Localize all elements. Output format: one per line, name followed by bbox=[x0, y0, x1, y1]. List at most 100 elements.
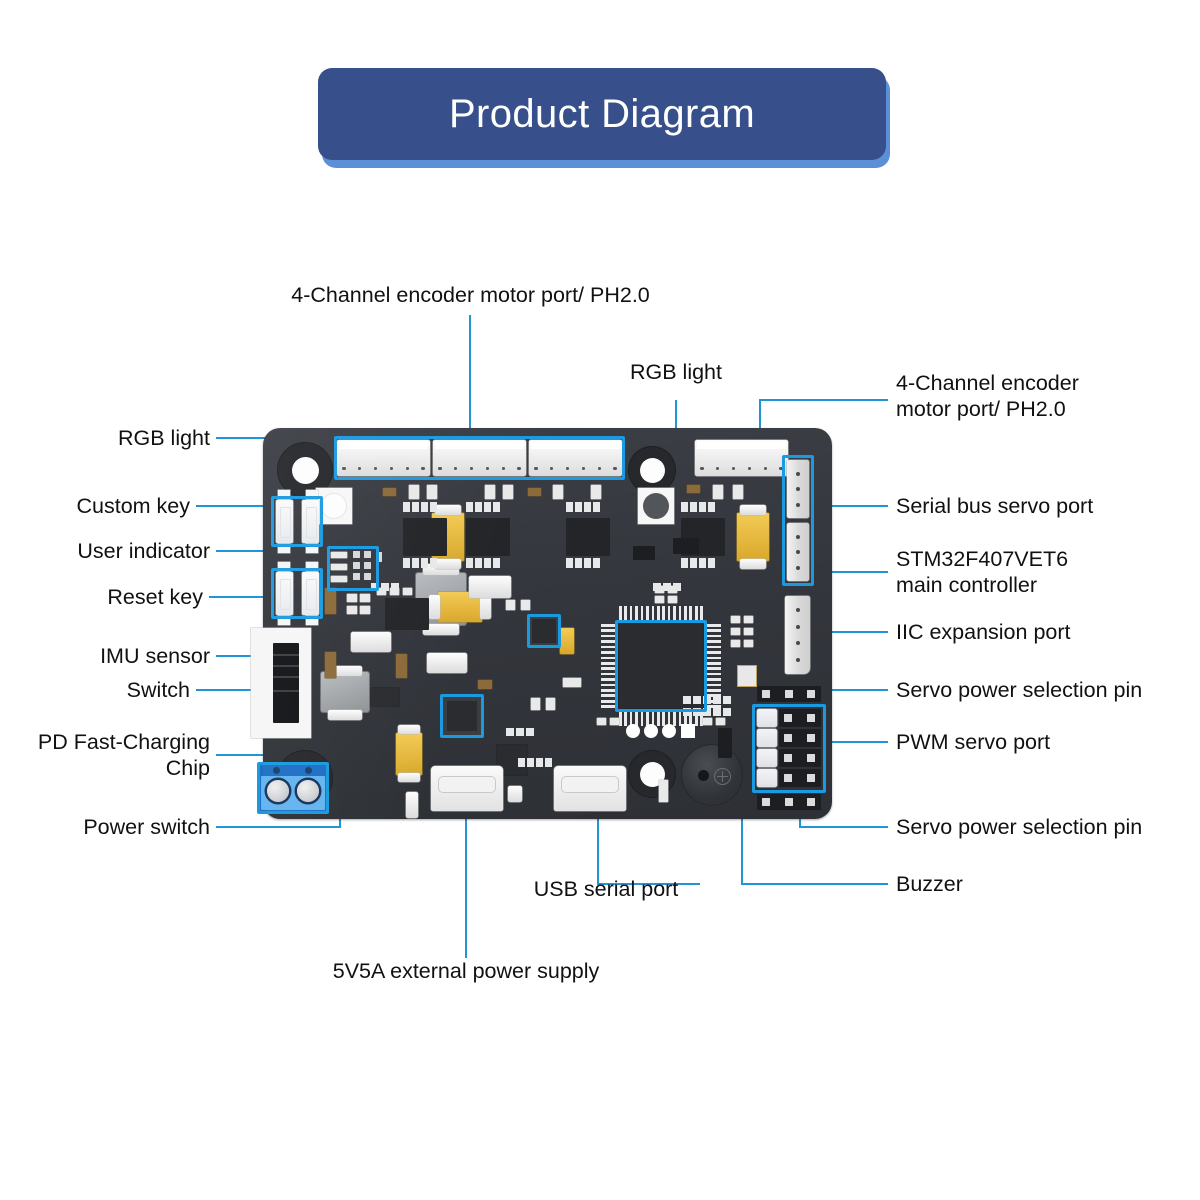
smd-box-3 bbox=[469, 576, 511, 598]
cap1-pad-bottom bbox=[435, 559, 461, 569]
custom-key-button-a[interactable] bbox=[276, 500, 293, 543]
label-buzzer: Buzzer bbox=[896, 872, 963, 896]
passive-r13 bbox=[390, 588, 399, 595]
servo-power-selection-pin-bottom[interactable] bbox=[757, 794, 821, 810]
custom-key-button-b[interactable] bbox=[302, 500, 319, 543]
page-title: Product Diagram bbox=[448, 91, 756, 136]
driver-ic-2 bbox=[466, 518, 510, 556]
passive-r7 bbox=[553, 485, 563, 499]
highlight-serial-bus-servo bbox=[782, 455, 814, 586]
passive-r9 bbox=[687, 485, 700, 493]
highlight-imu-sensor bbox=[527, 614, 561, 648]
label-pwm-servo-port: PWM servo port bbox=[896, 730, 1051, 754]
shield-pad-bottom bbox=[423, 624, 459, 635]
banner-body: Product Diagram bbox=[318, 68, 886, 160]
stm32-main-controller bbox=[601, 606, 721, 726]
passive-r31 bbox=[360, 606, 370, 614]
external-power-terminal[interactable] bbox=[259, 764, 327, 812]
imu-sensor-chip bbox=[532, 619, 556, 643]
label-pd-fast-charging-chip: PD Fast-Charging Chip bbox=[37, 730, 210, 780]
test-point-3 bbox=[662, 724, 676, 738]
passive-r14 bbox=[403, 588, 412, 595]
passive-r2 bbox=[409, 485, 419, 499]
custom-key-pad-bottom-left bbox=[278, 544, 290, 553]
smd-box-1 bbox=[351, 632, 391, 652]
label-serial-bus-servo-port: Serial bus servo port bbox=[896, 494, 1094, 518]
passive-r19 bbox=[731, 616, 740, 623]
label-imu-sensor: IMU sensor bbox=[100, 644, 210, 668]
pad-group-4 bbox=[466, 558, 500, 568]
passive-r41 bbox=[716, 718, 725, 725]
cap4-pad-bottom bbox=[398, 773, 420, 782]
pad-group-2 bbox=[403, 558, 437, 568]
label-user-indicator: User indicator bbox=[77, 539, 210, 563]
reset-key-button-b[interactable] bbox=[302, 572, 319, 615]
passive-r18 bbox=[668, 596, 677, 603]
smd-transistor-2 bbox=[633, 546, 655, 560]
passive-r22 bbox=[744, 628, 753, 635]
label-switch: Switch bbox=[126, 678, 190, 702]
highlight-stm32 bbox=[615, 620, 707, 712]
serial-bus-servo-port-2[interactable] bbox=[787, 523, 809, 581]
passive-r17 bbox=[655, 596, 664, 603]
encoder-motor-port-3[interactable] bbox=[529, 440, 622, 476]
highlight-encoder-motor-ports bbox=[334, 436, 625, 480]
reset-key-pad-top-right bbox=[306, 562, 318, 571]
serial-bus-servo-port-1[interactable] bbox=[787, 460, 809, 518]
shield-pad-top bbox=[423, 564, 459, 575]
capacitor-yellow-2 bbox=[737, 513, 769, 561]
servo-power-selection-pin-top[interactable] bbox=[757, 686, 821, 702]
passive-r4 bbox=[485, 485, 495, 499]
label-power-switch: Power switch bbox=[83, 815, 210, 839]
cap1-pad-top bbox=[435, 505, 461, 515]
passive-r12 bbox=[377, 588, 386, 595]
encoder-motor-port-1[interactable] bbox=[337, 440, 430, 476]
crystal bbox=[738, 666, 756, 686]
mounting-hole-top-center bbox=[628, 446, 676, 494]
reset-key-pad-bottom-right bbox=[306, 616, 318, 625]
encoder-motor-port-2[interactable] bbox=[433, 440, 526, 476]
page-header-banner: Product Diagram bbox=[318, 68, 890, 168]
pwm-servo-port[interactable] bbox=[757, 709, 821, 788]
cap3-pad-r bbox=[480, 595, 491, 619]
passive-r25 bbox=[325, 588, 336, 614]
passive-r28 bbox=[347, 594, 357, 602]
passive-r39 bbox=[610, 718, 619, 725]
mounting-hole-bottom-right bbox=[628, 750, 676, 798]
passive-r3 bbox=[427, 485, 437, 499]
passive-r35 bbox=[531, 698, 540, 710]
smd-box-2 bbox=[427, 653, 467, 673]
passive-r38 bbox=[597, 718, 606, 725]
pd-fast-charging-chip bbox=[447, 701, 477, 731]
passive-r36 bbox=[546, 698, 555, 710]
smd-box-5 bbox=[508, 786, 522, 802]
passive-r10 bbox=[713, 485, 723, 499]
driver-ic-1 bbox=[403, 518, 447, 556]
cap2-pad-bottom bbox=[740, 559, 766, 569]
pad-group-12 bbox=[371, 583, 399, 591]
passive-r6 bbox=[528, 488, 541, 496]
reset-key-button-a[interactable] bbox=[276, 572, 293, 615]
label-iic-expansion-port: IIC expansion port bbox=[896, 620, 1071, 644]
pad-group-6 bbox=[566, 558, 600, 568]
pad-group-11 bbox=[653, 583, 681, 591]
pad-group-13 bbox=[506, 728, 534, 736]
test-point-4 bbox=[681, 724, 695, 738]
user-indicator-pad bbox=[377, 552, 382, 562]
highlight-user-indicator bbox=[327, 546, 379, 591]
qfn-chip-c bbox=[371, 688, 399, 706]
encoder-motor-port-4[interactable] bbox=[695, 440, 788, 476]
mounting-hole-top-left bbox=[277, 442, 333, 498]
highlight-reset-key bbox=[271, 568, 323, 619]
power-switch[interactable] bbox=[251, 628, 311, 738]
iic-expansion-port[interactable] bbox=[785, 596, 810, 674]
pad-group-5 bbox=[566, 502, 600, 512]
usb-serial-port-1[interactable] bbox=[431, 766, 503, 811]
capacitor-yellow-4 bbox=[396, 733, 422, 775]
passive-r23 bbox=[731, 640, 740, 647]
label-right-motor-port: 4-Channel encoder motor port/ PH2.0 bbox=[896, 371, 1079, 421]
usb-serial-port-2[interactable] bbox=[554, 766, 626, 811]
power-inductor bbox=[321, 666, 369, 720]
reset-key-pad-top-left bbox=[278, 562, 290, 571]
label-external-power-supply: 5V5A external power supply bbox=[332, 959, 600, 983]
